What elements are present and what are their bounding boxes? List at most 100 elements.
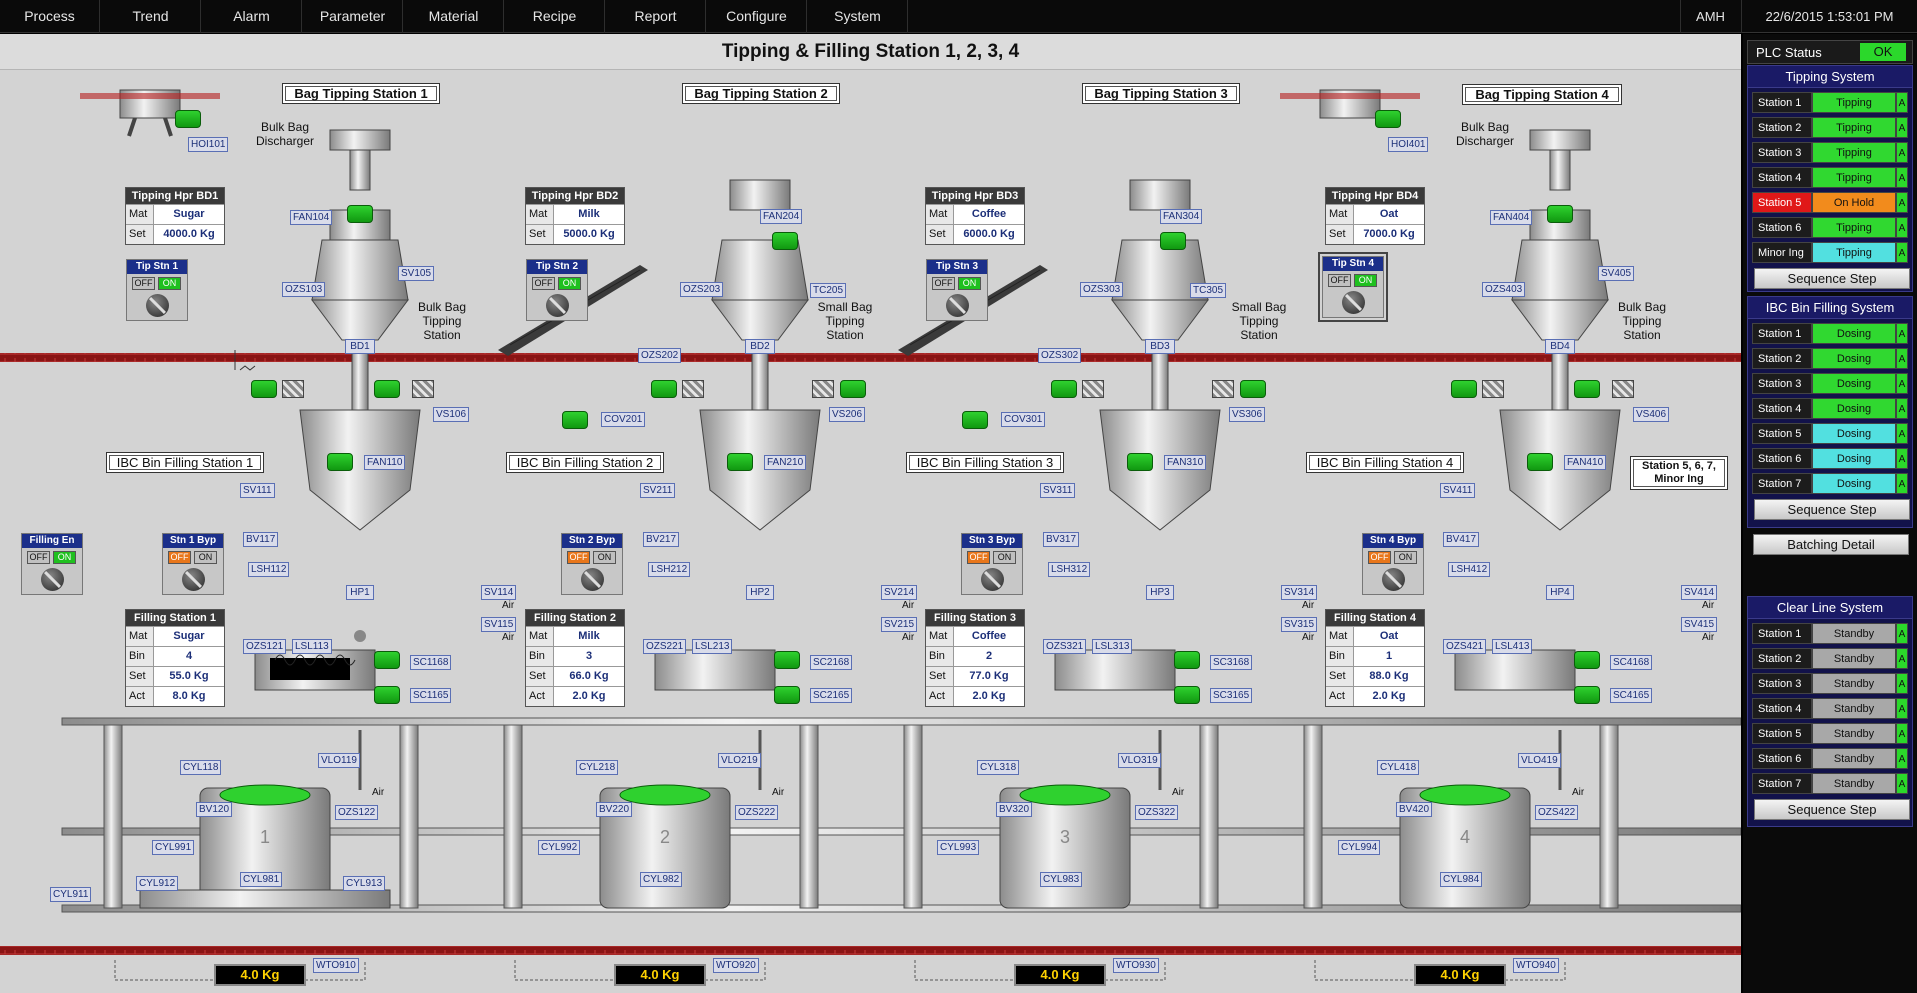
tag-hoi401[interactable]: HOI401: [1388, 137, 1429, 152]
setpoint-value[interactable]: 6000.0 Kg: [963, 228, 1015, 240]
tag-sv211[interactable]: SV211: [640, 483, 676, 498]
screw-motor-306-left[interactable]: [1051, 380, 1077, 398]
motor-sc4168[interactable]: [1574, 651, 1600, 669]
material-value[interactable]: Sugar: [173, 630, 205, 642]
tag-fan110[interactable]: FAN110: [364, 455, 406, 470]
motor-sc1168[interactable]: [374, 651, 400, 669]
tag-cyl984[interactable]: CYL984: [1440, 872, 1483, 887]
material-value[interactable]: Milk: [578, 630, 600, 642]
setpoint-value[interactable]: 4000.0 Kg: [163, 228, 215, 240]
material-value[interactable]: Oat: [1379, 630, 1399, 642]
rotary-valve-2b[interactable]: [812, 380, 834, 398]
tag-sc4165[interactable]: SC4165: [1610, 688, 1653, 703]
batching-detail-button[interactable]: Batching Detail: [1753, 534, 1909, 555]
tag-fan310[interactable]: FAN310: [1164, 455, 1207, 470]
fan-motor-204[interactable]: [772, 232, 798, 250]
fan-motor-104[interactable]: [347, 205, 373, 223]
selector-knob-icon[interactable]: [41, 568, 64, 591]
tag-cyl913[interactable]: CYL913: [343, 876, 386, 891]
motor-sc4165[interactable]: [1574, 686, 1600, 704]
selector-knob-icon[interactable]: [1382, 568, 1405, 591]
tag-lsh212[interactable]: LSH212: [648, 562, 691, 577]
tag-sv111[interactable]: SV111: [240, 483, 275, 498]
tag-tc205[interactable]: TC205: [810, 283, 847, 298]
tag-ozs322[interactable]: OZS322: [1135, 805, 1179, 820]
fan-motor-304[interactable]: [1160, 232, 1186, 250]
hoist-motor-4[interactable]: [1375, 110, 1401, 128]
tag-sc2168[interactable]: SC2168: [810, 655, 853, 670]
tag-bd3[interactable]: BD3: [1145, 339, 1175, 354]
tag-sv315[interactable]: SV315: [1281, 617, 1318, 632]
tag-sv115[interactable]: SV115: [481, 617, 517, 632]
selector-knob-icon[interactable]: [182, 568, 205, 591]
tag-cyl993[interactable]: CYL993: [937, 840, 980, 855]
tag-ozs122[interactable]: OZS122: [335, 805, 379, 820]
setpoint-value[interactable]: 88.0 Kg: [1369, 670, 1409, 682]
screw-motor-206[interactable]: [840, 380, 866, 398]
tag-ozs103[interactable]: OZS103: [282, 282, 326, 297]
tag-hp3[interactable]: HP3: [1146, 585, 1174, 600]
tag-lsl413[interactable]: LSL413: [1492, 639, 1533, 654]
tag-cyl418[interactable]: CYL418: [1377, 760, 1420, 775]
setpoint-value[interactable]: 66.0 Kg: [569, 670, 609, 682]
tag-cyl118[interactable]: CYL118: [180, 760, 222, 775]
tag-fan210[interactable]: FAN210: [764, 455, 807, 470]
clear-line-sequence-step-button[interactable]: Sequence Step: [1754, 799, 1910, 820]
tag-lsh312[interactable]: LSH312: [1048, 562, 1091, 577]
tag-cyl983[interactable]: CYL983: [1040, 872, 1083, 887]
tag-sv114[interactable]: SV114: [481, 585, 517, 600]
tag-ozs422[interactable]: OZS422: [1535, 805, 1579, 820]
tag-lsh112[interactable]: LSH112: [248, 562, 290, 577]
tag-sv415[interactable]: SV415: [1681, 617, 1718, 632]
tag-bv120[interactable]: BV120: [196, 802, 233, 817]
rotary-valve-4b[interactable]: [1612, 380, 1634, 398]
tag-sc3165[interactable]: SC3165: [1210, 688, 1253, 703]
nav-process[interactable]: Process: [0, 0, 100, 33]
tag-cyl981[interactable]: CYL981: [240, 872, 283, 887]
ibc-sequence-step-button[interactable]: Sequence Step: [1754, 499, 1910, 520]
rotary-valve-3a[interactable]: [1082, 380, 1104, 398]
setpoint-value[interactable]: 7000.0 Kg: [1363, 228, 1415, 240]
tag-vlo319[interactable]: VLO319: [1118, 753, 1161, 768]
tag-fan104[interactable]: FAN104: [290, 210, 333, 225]
rotary-valve-1a[interactable]: [282, 380, 304, 398]
tag-sv105[interactable]: SV105: [398, 266, 435, 281]
tag-cyl912[interactable]: CYL912: [136, 876, 179, 891]
tag-cyl911[interactable]: CYL911: [50, 887, 92, 902]
tag-hp4[interactable]: HP4: [1546, 585, 1574, 600]
tipping-sequence-step-button[interactable]: Sequence Step: [1754, 268, 1910, 289]
selector-knob-icon[interactable]: [546, 294, 569, 317]
tag-hoi101[interactable]: HOI101: [188, 137, 229, 152]
tag-sv411[interactable]: SV411: [1440, 483, 1476, 498]
tag-wto930[interactable]: WTO930: [1113, 958, 1159, 973]
tag-bv320[interactable]: BV320: [996, 802, 1033, 817]
motor-sc3168[interactable]: [1174, 651, 1200, 669]
tag-hp1[interactable]: HP1: [346, 585, 374, 600]
rotary-valve-3b[interactable]: [1212, 380, 1234, 398]
tag-bv420[interactable]: BV420: [1396, 802, 1433, 817]
rotary-valve-1b[interactable]: [412, 380, 434, 398]
bin-value[interactable]: 1: [1385, 650, 1393, 662]
nav-trend[interactable]: Trend: [101, 0, 201, 33]
bin-value[interactable]: 4: [185, 650, 193, 662]
tag-cov201[interactable]: COV201: [601, 412, 646, 427]
tag-sv405[interactable]: SV405: [1598, 266, 1635, 281]
conveyor-motor-301[interactable]: [962, 411, 988, 429]
nav-report[interactable]: Report: [606, 0, 706, 33]
nav-recipe[interactable]: Recipe: [505, 0, 605, 33]
tag-ozs222[interactable]: OZS222: [735, 805, 779, 820]
fan-motor-404[interactable]: [1547, 205, 1573, 223]
fan-motor-110[interactable]: [327, 453, 353, 471]
